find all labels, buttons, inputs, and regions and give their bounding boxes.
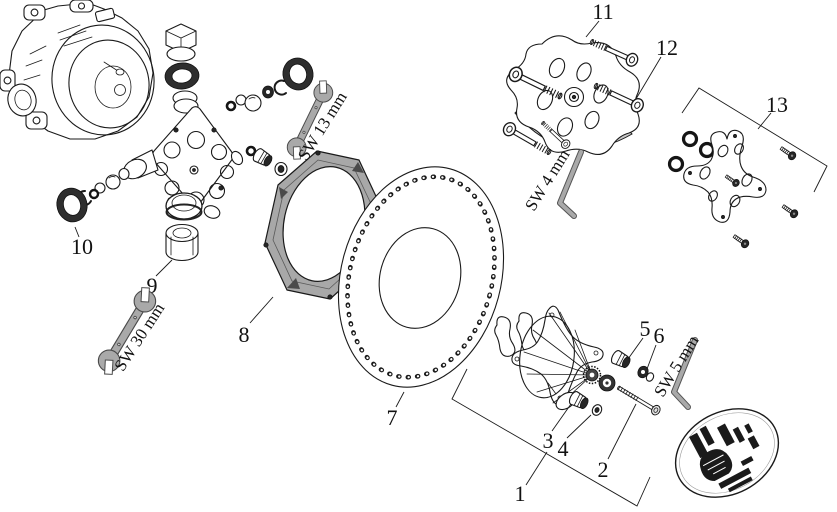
callout-6: 6	[654, 323, 665, 348]
leader-11	[585, 20, 600, 38]
bracket-13	[681, 87, 828, 193]
leader-9	[155, 259, 173, 277]
leader-5	[627, 337, 644, 360]
leader-12	[635, 56, 662, 100]
part-6-ring	[637, 365, 655, 382]
screw-13b	[780, 202, 800, 220]
callout-12: 12	[656, 35, 678, 60]
screw-13c	[731, 232, 751, 250]
washer	[598, 374, 616, 392]
part-7-extension-disc: 7	[337, 166, 505, 430]
seal-chain-lower	[76, 167, 130, 206]
callout-13: 13	[766, 92, 788, 117]
callout-8: 8	[239, 322, 250, 347]
part-2-screw	[617, 385, 661, 416]
callout-10: 10	[71, 234, 93, 259]
instruction-sticker	[674, 408, 780, 498]
seal-chain-upper	[225, 57, 314, 112]
plug-cap-stack	[164, 23, 200, 114]
leader-4	[566, 414, 592, 439]
leader-13	[757, 112, 772, 130]
screw-13a	[778, 144, 798, 162]
seal-chain-right	[245, 145, 288, 177]
callout-3: 3	[543, 428, 554, 453]
thermostat-cartridge	[123, 23, 244, 262]
o-ring	[667, 155, 685, 173]
leader-10	[74, 226, 80, 238]
callout-11: 11	[592, 0, 613, 24]
part-10-seal-ring: 10	[56, 187, 93, 259]
callout-2: 2	[598, 457, 609, 482]
leader-6	[646, 344, 657, 370]
carrier-group: 11 12	[500, 0, 678, 160]
allen-key-sw4-icon: SW 4 mm	[521, 146, 584, 219]
callout-1: 1	[515, 481, 526, 506]
seal-and-nut-stack	[165, 192, 203, 262]
callout-7: 7	[387, 405, 398, 430]
part-8-mounting-frame: 8	[239, 150, 382, 347]
wrench-sw13-icon: SW 13 mm	[277, 72, 351, 168]
part-4-ring	[591, 404, 603, 416]
basic-body	[0, 0, 155, 140]
leader-7	[395, 391, 405, 408]
function-block-group: 1 2 3 4 5 6	[451, 305, 665, 507]
leader-8	[249, 296, 274, 324]
leader-3	[551, 403, 572, 432]
callout-5: 5	[640, 316, 651, 341]
callout-4: 4	[558, 436, 569, 461]
part-5-plug	[609, 348, 633, 371]
o-ring	[681, 130, 699, 148]
leader-1	[525, 451, 548, 486]
funnel-unit	[511, 305, 604, 411]
callout-9: 9	[147, 273, 158, 298]
cross-plate-group: 13	[667, 87, 828, 250]
leader-2	[607, 403, 637, 460]
bracket-1	[451, 368, 651, 507]
part-9-group: 9	[147, 259, 173, 298]
o-ring	[698, 141, 716, 159]
tool-label-sw4: SW 4 mm	[521, 146, 573, 214]
